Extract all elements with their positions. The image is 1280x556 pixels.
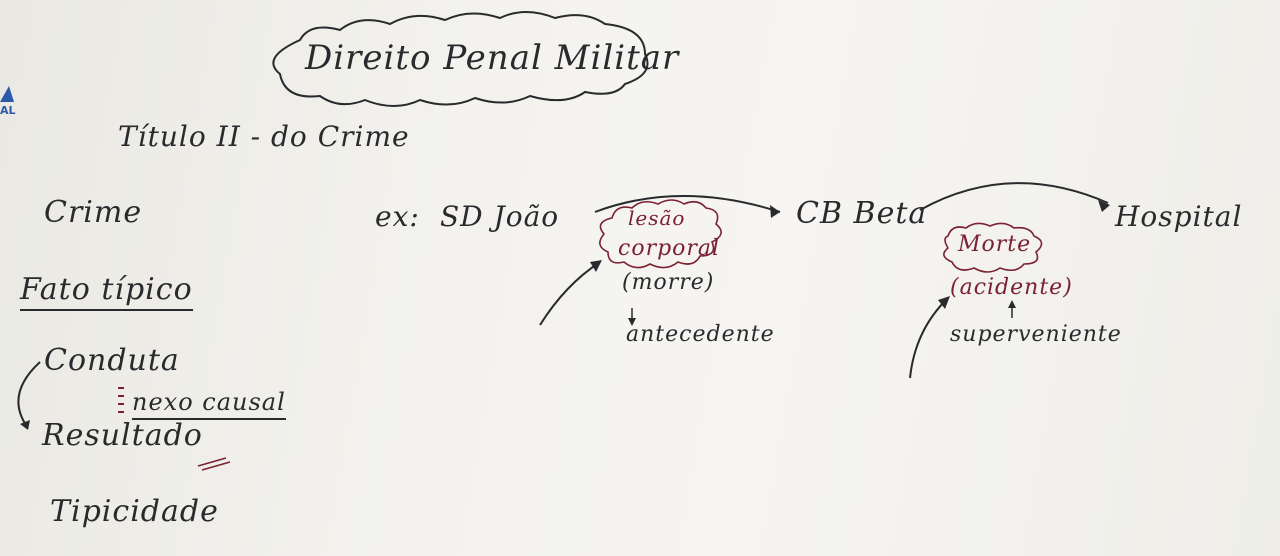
arrow-superveniente [909,297,949,379]
example-subject: SD João [440,200,560,233]
morte-cloud [943,222,1043,273]
label-resultado: Resultado [42,418,203,453]
label-fato-tipico: Fato típico [20,272,193,311]
bracket-conduta-resultado [17,361,41,429]
example-place: Hospital [1115,200,1243,233]
arrowhead-superveniente [938,296,950,309]
red-marks [118,387,124,413]
example-event-note: (acidente) [950,275,1073,300]
arrow-antecedente [539,261,601,326]
label-tipicidade: Tipicidade [50,494,219,529]
logo-icon [0,86,14,102]
arrowhead-cb-beta [770,205,780,218]
example-action-line2: corporal [618,236,721,261]
arrow-to-cb-beta [594,195,781,213]
board-subtitle: Título II - do Crime [118,120,410,153]
label-crime: Crime [44,195,143,230]
example-event: Morte [958,232,1032,257]
board-title: Direito Penal Militar [305,38,680,78]
example-event-label: superveniente [950,322,1122,347]
arrow-to-hospital [919,182,1109,211]
example-action-note: (morre) [622,270,715,295]
example-action-line1: lesão [628,206,686,230]
arrowhead-hospital [1098,200,1110,212]
example-prefix: ex: [375,200,420,233]
example-action-label: antecedente [626,322,775,347]
resultado-underline [197,457,231,471]
arrowhead-antecedente [590,260,602,272]
label-conduta: Conduta [44,343,180,378]
lesao-cloud [599,199,722,269]
label-nexo-causal: nexo causal [132,388,286,420]
title-cloud [272,11,649,107]
logo-text: AL [0,104,16,117]
example-victim: CB Beta [796,196,928,231]
